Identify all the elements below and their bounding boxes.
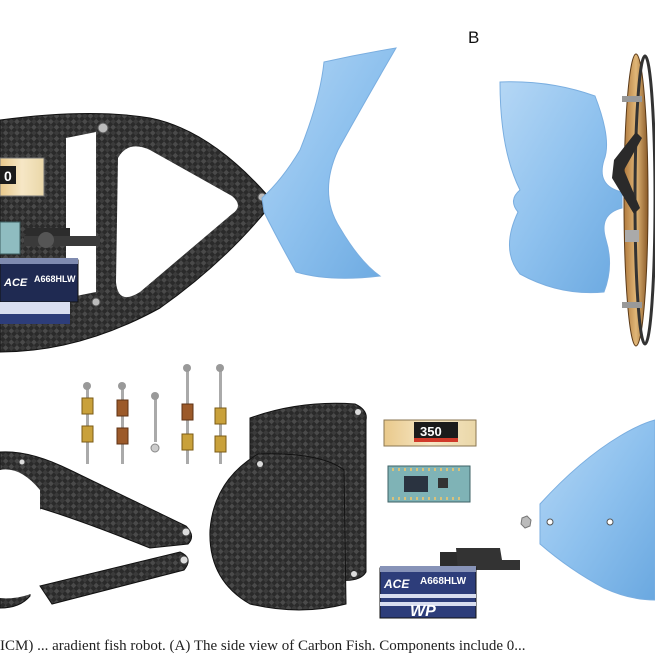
flat-caudal-fin [539,419,655,601]
caudal-fin [261,47,397,279]
rear-frame-struts [612,132,642,214]
frame-triangle-cutout [116,146,238,298]
battery-capacity-label: 350 [420,424,442,439]
exploded-components: 350 [0,364,655,620]
frame-bolt [91,297,101,307]
panel-label-b: B [468,28,480,47]
hex-nut [520,515,532,529]
servo-motor-exploded: ACE A668HLW WP [379,548,520,620]
battery-pack-exploded: 350 [383,419,477,447]
servo-logo: WP [410,603,436,620]
figure-caption: ICM) ... aradient fish robot. (A) The si… [0,638,526,654]
frame-inner-cutout [66,132,96,298]
servo-model-label: A668HLW [420,576,467,587]
servo-model-top: A668HLW [34,274,76,284]
pectoral-fin-pair [499,81,623,294]
controller-board-exploded [387,465,471,503]
servo-brand-top: ACE [3,277,28,289]
control-board [0,221,21,255]
carbon-side-plate-front [209,453,347,611]
standoff-screws [81,364,227,464]
servo-brand: ACE [383,577,410,591]
carbon-frame-part [0,451,192,609]
servo-motor-side: ACE A668HLW [0,228,100,324]
rear-view-assembly [499,53,655,347]
carbon-frame-arm [39,551,189,605]
battery-label-top: 0 [4,168,12,184]
frame-bolt [97,122,109,134]
side-view-assembly: 0 ACE A668HLW [0,47,397,353]
